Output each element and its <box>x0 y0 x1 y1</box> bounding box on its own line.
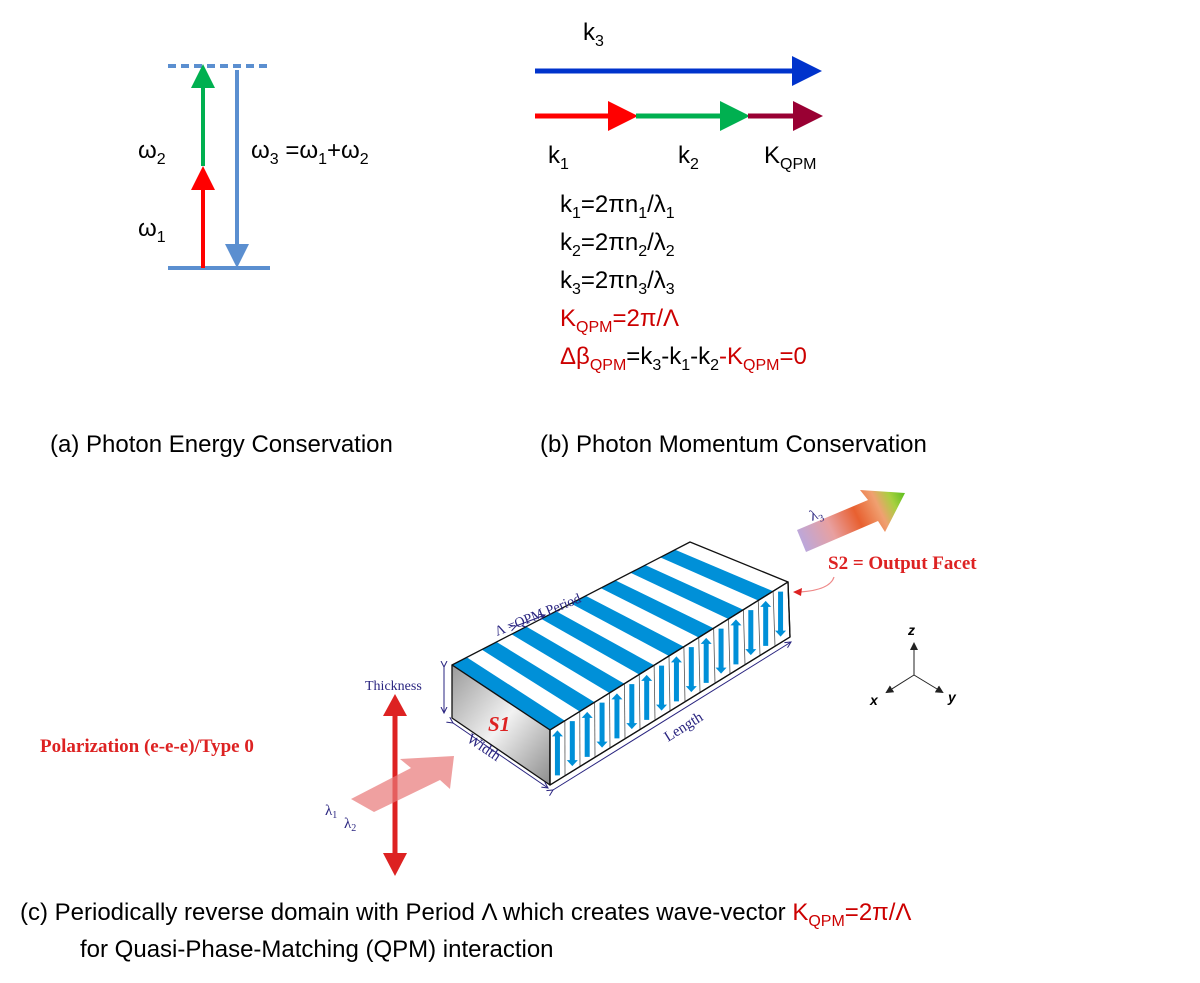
input-beam-arrow <box>351 756 454 812</box>
equation-delta-beta: ΔβQPM=k3-k1-k2-KQPM=0 <box>560 343 807 374</box>
x-axis <box>885 674 915 694</box>
momentum-diagram: k3 k1 k2 KQPM k1=2πn1/λ1 k2=2πn2/λ2 k3=2… <box>535 19 927 458</box>
caption-c-line2: for Quasi-Phase-Matching (QPM) interacti… <box>80 936 554 963</box>
k1-label: k1 <box>548 142 569 173</box>
kqpm-label: KQPM <box>764 142 816 173</box>
s1-label: S1 <box>488 712 510 736</box>
output-beam-arrow <box>797 490 905 552</box>
polarization-label: Polarization (e-e-e)/Type 0 <box>40 736 254 757</box>
domain-stripe <box>600 580 714 638</box>
equation-k2: k2=2πn2/λ2 <box>560 229 675 260</box>
thickness-label: Thickness <box>365 679 422 694</box>
domain-arrow-up-icon <box>760 600 772 646</box>
domain-arrow-down-icon <box>745 610 757 656</box>
k2-label: k2 <box>678 142 699 173</box>
y-axis <box>913 674 944 694</box>
equation-kqpm: KQPM=2π/Λ <box>560 305 679 336</box>
caption-b: (b) Photon Momentum Conservation <box>540 431 927 458</box>
output-facet-label: S2 = Output Facet <box>828 553 977 574</box>
domain-stripe <box>571 595 684 656</box>
x-axis-label: x <box>869 692 879 708</box>
output-facet-pointer-head <box>793 588 802 596</box>
length-dimension <box>553 642 791 790</box>
domain-wall <box>609 692 611 749</box>
width-dimension <box>453 723 548 788</box>
length-label: Length <box>662 709 707 745</box>
polarization-arrow-down <box>383 853 407 876</box>
coordinate-axes: z x y <box>869 622 957 708</box>
domain-wall <box>772 591 776 647</box>
equation-k1: k1=2πn1/λ1 <box>560 191 675 222</box>
equation-k3: k3=2πn3/λ3 <box>560 267 675 298</box>
y-axis-label: y <box>947 689 957 705</box>
domain-stripe <box>660 549 774 601</box>
lambda2-label: λ2 <box>344 816 356 834</box>
lambda1-label: λ1 <box>325 803 337 821</box>
domain-arrow-down-icon <box>775 591 787 637</box>
caption-a: (a) Photon Energy Conservation <box>50 431 393 458</box>
caption-c-line1: (c) Periodically reverse domain with Per… <box>20 899 911 930</box>
energy-diagram: ω2 ω1 ω3 =ω1+ω2 (a) Photon Energy Conser… <box>50 64 393 458</box>
output-facet-pointer <box>799 576 835 593</box>
domain-stripe <box>630 565 744 619</box>
omega1-label: ω1 <box>138 215 166 246</box>
omega3-equation: ω3 =ω1+ω2 <box>251 137 369 168</box>
omega2-label: ω2 <box>138 137 166 168</box>
qpm-period-dimension <box>516 615 545 626</box>
crystal-diagram: λ3 S2 = Output Facet Λ =QPM Period Thick… <box>40 490 977 876</box>
k3-label: k3 <box>583 19 604 50</box>
polarization-arrow-up <box>383 694 407 716</box>
domain-stripe <box>452 657 565 730</box>
z-axis-label: z <box>907 622 915 638</box>
